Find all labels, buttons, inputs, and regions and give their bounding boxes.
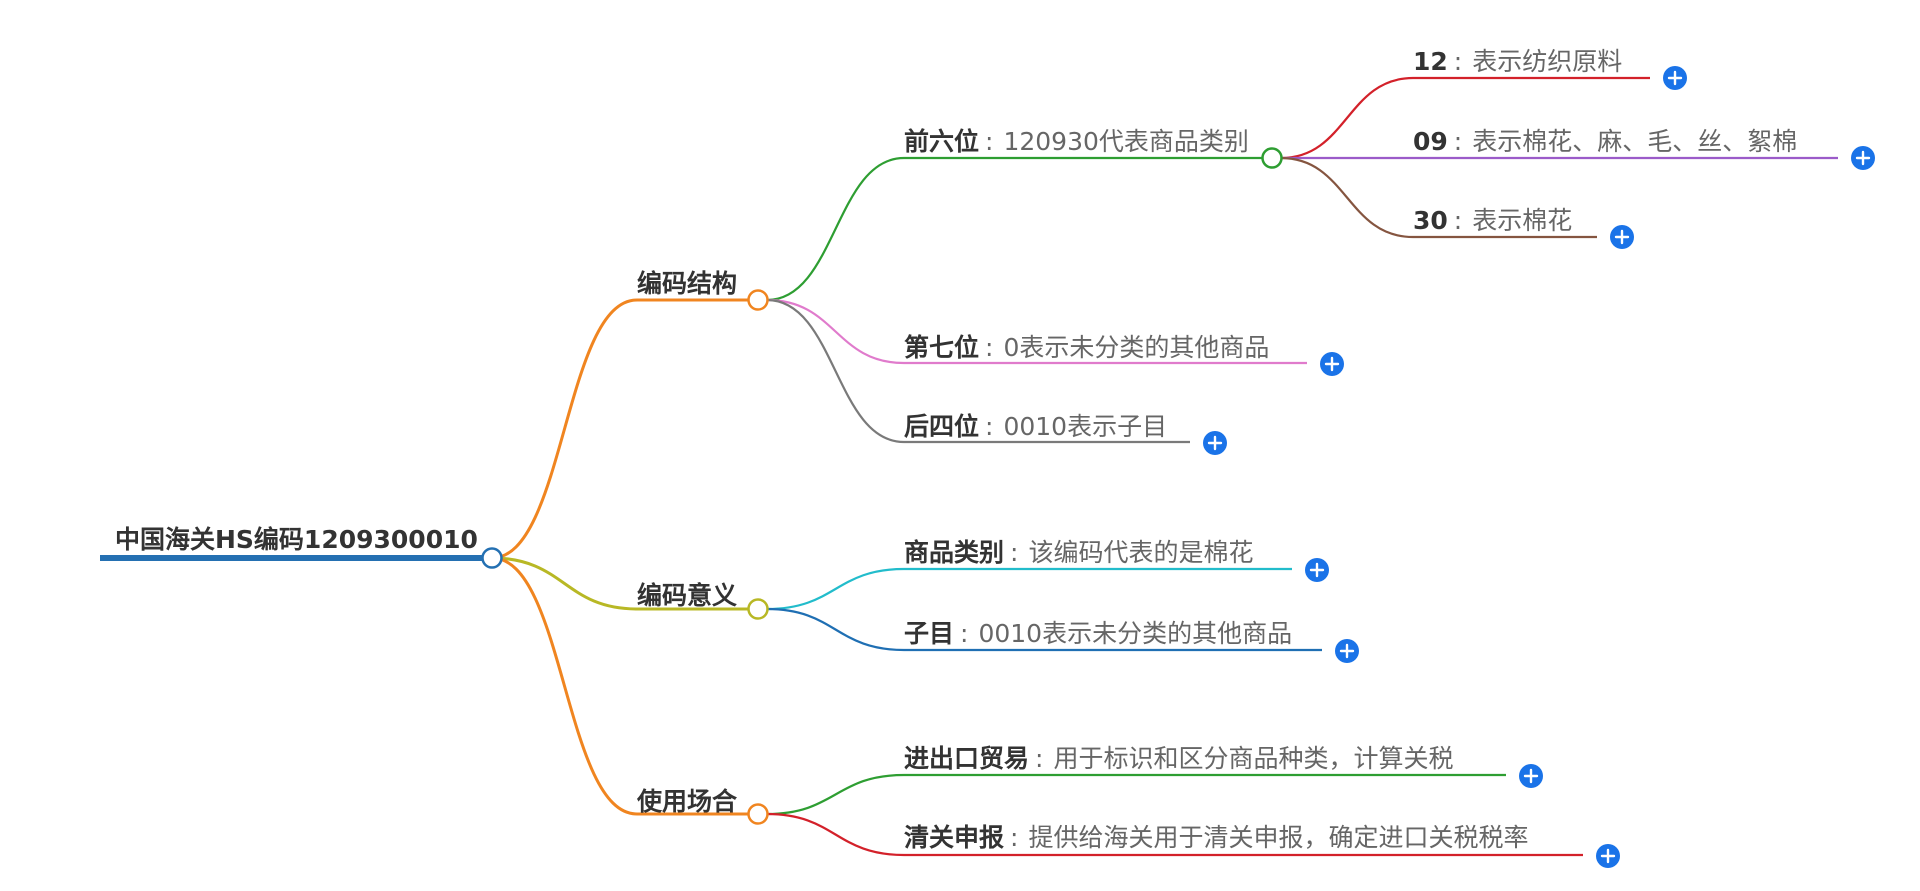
- expand-topic-button[interactable]: [1305, 558, 1329, 582]
- expand-subtopic-button[interactable]: [1663, 66, 1687, 90]
- connector-layer: [491, 76, 1414, 857]
- plus-glyph: [1614, 229, 1630, 245]
- plus-glyph: [1600, 848, 1616, 864]
- expand-topic-button[interactable]: [1320, 352, 1344, 376]
- plus-glyph: [1339, 643, 1355, 659]
- topic-connector: [766, 773, 905, 816]
- topic-connector: [766, 812, 905, 857]
- branch-connector: [491, 556, 638, 611]
- topic-first-six-digits: 前六位:120930代表商品类别: [904, 127, 1249, 156]
- branch-connector: [491, 556, 638, 816]
- expand-topic-button[interactable]: [1519, 764, 1543, 788]
- subtopic-connector: [1280, 76, 1414, 160]
- expand-button-layer: [1203, 66, 1875, 868]
- expand-topic-button[interactable]: [1596, 844, 1620, 868]
- topic-connector: [766, 156, 905, 302]
- expand-topic-button[interactable]: [1335, 639, 1359, 663]
- branch-encoding-meaning-label: 编码意义: [637, 581, 737, 610]
- plus-glyph: [1324, 356, 1340, 372]
- branch-connector: [491, 298, 638, 560]
- branch-node-circle[interactable]: [747, 289, 769, 311]
- topic-node-circle[interactable]: [1261, 147, 1283, 169]
- underline-layer: [100, 76, 1838, 857]
- topic-connector: [766, 298, 905, 444]
- plus-glyph: [1667, 70, 1683, 86]
- plus-glyph: [1855, 150, 1871, 166]
- topic-connector: [766, 567, 905, 611]
- expand-subtopic-button[interactable]: [1851, 146, 1875, 170]
- plus-glyph: [1309, 562, 1325, 578]
- topic-digits-12: 12:表示纺织原料: [1413, 47, 1622, 76]
- plus-glyph: [1523, 768, 1539, 784]
- root-node-circle[interactable]: [481, 547, 503, 569]
- node-layer: [481, 147, 1283, 825]
- branch-node-circle[interactable]: [747, 598, 769, 620]
- topic-customs-declaration: 清关申报:提供给海关用于清关申报，确定进口关税税率: [904, 823, 1528, 852]
- branch-encoding-structure-label: 编码结构: [637, 269, 737, 298]
- topic-digits-09: 09:表示棉花、麻、毛、丝、絮棉: [1413, 127, 1797, 156]
- topic-seventh-digit: 第七位:0表示未分类的其他商品: [904, 333, 1269, 362]
- root-topic-label: 中国海关HS编码1209300010: [115, 525, 478, 554]
- branch-node-circle[interactable]: [747, 803, 769, 825]
- branch-usage-label: 使用场合: [636, 787, 738, 816]
- plus-glyph: [1207, 435, 1223, 451]
- topic-connector: [766, 298, 905, 365]
- topic-subheading: 子目:0010表示未分类的其他商品: [904, 619, 1292, 648]
- topic-import-export-trade: 进出口贸易:用于标识和区分商品种类，计算关税: [904, 744, 1453, 773]
- topic-commodity-category: 商品类别:该编码代表的是棉花: [904, 538, 1253, 567]
- subtopic-connector: [1280, 156, 1414, 239]
- topic-last-four-digits: 后四位:0010表示子目: [904, 412, 1167, 441]
- topic-digits-30: 30:表示棉花: [1413, 206, 1572, 235]
- expand-subtopic-button[interactable]: [1610, 225, 1634, 249]
- expand-topic-button[interactable]: [1203, 431, 1227, 455]
- topic-connector: [766, 607, 905, 652]
